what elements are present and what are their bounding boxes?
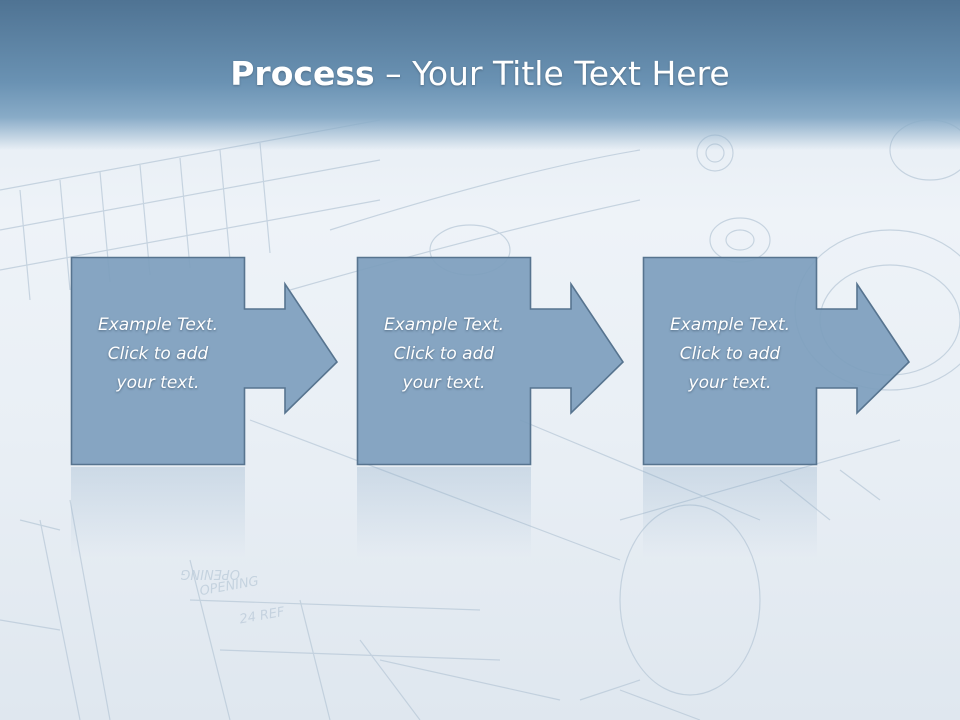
step-3-reflection — [643, 467, 817, 557]
slide-title[interactable]: Process – Your Title Text Here — [0, 52, 960, 96]
step-text[interactable]: Example Text. Click to add your text. — [383, 315, 505, 393]
step-1-reflection — [71, 467, 245, 557]
arrow-box-shape — [642, 256, 911, 466]
arrow-box-shape — [70, 256, 339, 466]
step-2-reflection — [357, 467, 531, 557]
title-bar — [0, 0, 960, 150]
process-step-2[interactable]: Example Text. Click to add your text. — [356, 256, 625, 466]
process-step-1[interactable]: Example Text. Click to add your text. — [70, 256, 339, 466]
svg-text:24 REF: 24 REF — [238, 605, 286, 628]
step-text[interactable]: Example Text. Click to add your text. — [669, 315, 791, 393]
svg-text:OPENING: OPENING — [180, 566, 240, 581]
arrow-box-shape — [356, 256, 625, 466]
title-rest: – Your Title Text Here — [374, 54, 730, 93]
step-text[interactable]: Example Text. Click to add your text. — [97, 315, 219, 393]
process-step-3[interactable]: Example Text. Click to add your text. — [642, 256, 911, 466]
title-bold: Process — [230, 54, 375, 93]
